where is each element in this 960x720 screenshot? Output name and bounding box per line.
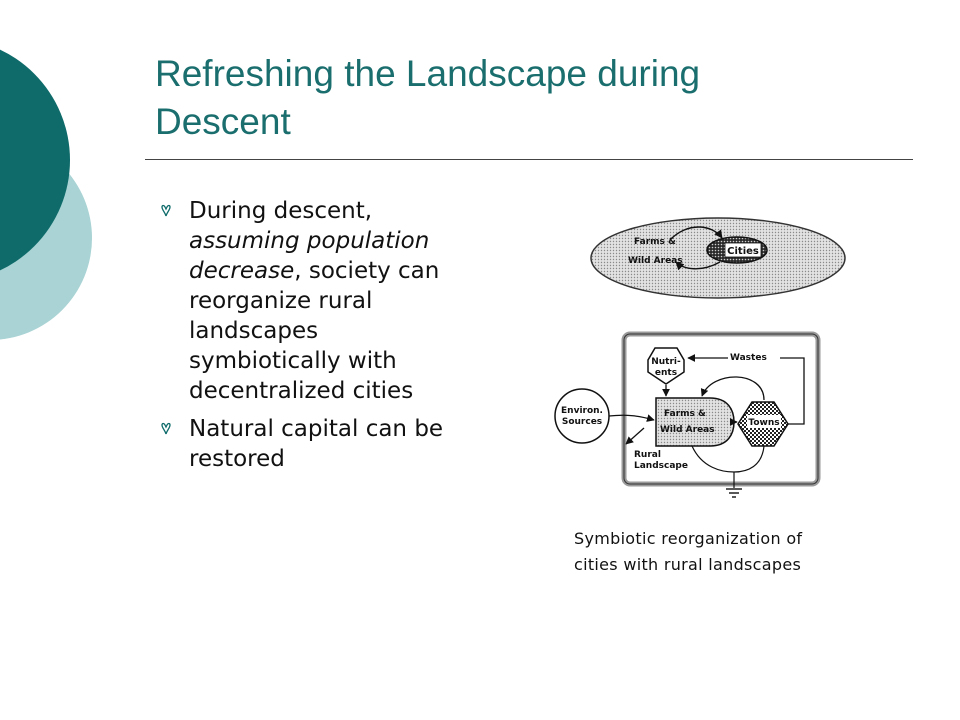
cities-label-box bbox=[724, 242, 762, 258]
towns-label: Towns bbox=[748, 418, 779, 428]
bullet-item: During descent, assuming population decr… bbox=[160, 196, 470, 406]
slide-title: Refreshing the Landscape during Descent bbox=[155, 50, 875, 146]
farms-label-1: Farms & bbox=[664, 409, 706, 419]
bottom-diagram: Nutri- ents Wastes Environ. Sources Farm… bbox=[554, 331, 821, 498]
towns-to-wastes-line bbox=[780, 357, 805, 425]
heat-sink-icon bbox=[726, 488, 742, 498]
export-arrow bbox=[625, 427, 645, 445]
environ-label-1: Environ. bbox=[561, 406, 603, 416]
environ-sources-circle bbox=[554, 388, 610, 444]
figure-caption: Symbiotic reorganization of cities with … bbox=[574, 526, 894, 578]
rural-landscape-frame-inner bbox=[623, 333, 819, 485]
title-line-1: Refreshing the Landscape during bbox=[155, 53, 701, 94]
top-farms-label-2: Wild Areas bbox=[628, 256, 683, 266]
symbiosis-diagram: Cities Farms & Wild Areas Nutri- ents Wa… bbox=[554, 217, 846, 498]
bullet-text: During descent, bbox=[189, 198, 373, 224]
bullet-text: assuming population decrease bbox=[189, 228, 430, 284]
top-farms-label-1: Farms & bbox=[634, 237, 676, 247]
title-line-2: Descent bbox=[155, 101, 291, 142]
rural-label-2: Landscape bbox=[634, 461, 688, 471]
bullet-item: Natural capital can be restored bbox=[160, 414, 470, 474]
top-cities-label: Cities bbox=[727, 246, 759, 257]
top-diagram: Cities Farms & Wild Areas bbox=[590, 217, 846, 299]
bullet-list: During descent, assuming population decr… bbox=[160, 196, 470, 482]
top-arrow-to-cities bbox=[669, 226, 723, 241]
nutrients-label-1: Nutri- bbox=[651, 357, 681, 367]
bullet-marker-icon bbox=[161, 422, 171, 435]
caption-line-2: cities with rural landscapes bbox=[574, 555, 802, 574]
bullet-text: Natural capital can be restored bbox=[189, 416, 444, 472]
wastes-label: Wastes bbox=[730, 353, 767, 363]
bullet-marker-icon bbox=[161, 204, 171, 217]
bullet-text: , society can reorganize rural landscape… bbox=[189, 258, 440, 404]
towns-label-box bbox=[747, 415, 781, 428]
rural-label-1: Rural bbox=[634, 450, 661, 460]
nutrients-tank bbox=[647, 347, 685, 385]
title-divider bbox=[145, 159, 913, 160]
caption-line-1: Symbiotic reorganization of bbox=[574, 529, 803, 548]
farms-label-2: Wild Areas bbox=[660, 425, 715, 435]
farms-producer-box bbox=[655, 397, 735, 447]
environ-to-farms-arrow bbox=[608, 414, 655, 422]
nutrients-label-2: ents bbox=[655, 368, 677, 378]
heat-sink-lines bbox=[691, 445, 765, 488]
decorative-circles bbox=[0, 49, 92, 340]
towns-to-farms-loop bbox=[700, 376, 765, 401]
dark-teal-circle bbox=[0, 49, 70, 271]
environ-label-2: Sources bbox=[562, 417, 602, 427]
top-arrow-to-farms bbox=[675, 261, 721, 271]
